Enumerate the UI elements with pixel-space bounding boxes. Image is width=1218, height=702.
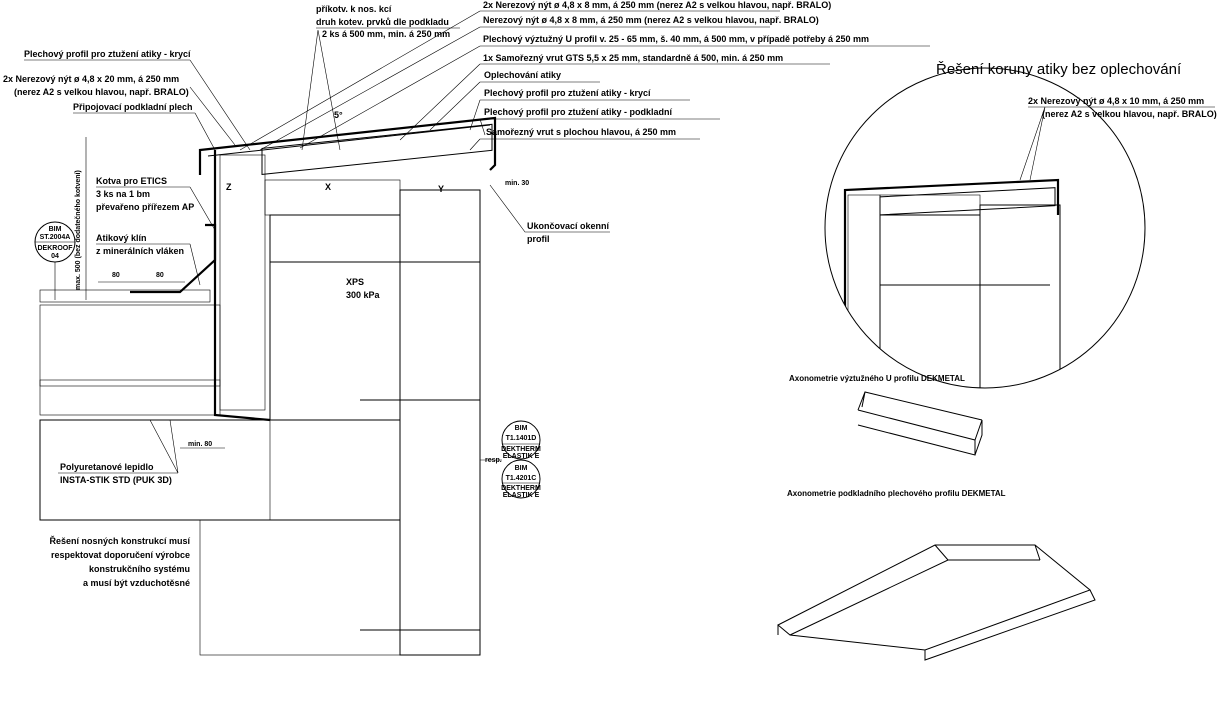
badge-text: T1.1401D — [506, 435, 537, 442]
badge-text: DEKTHERM — [501, 485, 541, 492]
label: Samořezný vrut s plochou hlavou, á 250 m… — [486, 127, 676, 137]
label: Axonometrie výztužného U profilu DEKMETA… — [789, 374, 965, 383]
label: Atikový klín — [96, 233, 147, 243]
label: Polyuretanové lepidlo — [60, 462, 154, 472]
mineral-wool-insulation — [399, 189, 481, 656]
parapet-insulation — [219, 154, 266, 411]
badge-text: T1.4201C — [506, 475, 537, 482]
badge-text: ELASTIK E — [503, 453, 540, 460]
roof-insulation — [39, 304, 221, 416]
label: 300 kPa — [346, 290, 381, 300]
leader — [1019, 106, 1215, 181]
badge-text: BIM — [49, 226, 62, 233]
label: Plechový výztužný U profil v. 25 - 65 mm… — [483, 34, 869, 44]
dimension-text: max. 500 (bez dodatečného kotvení) — [75, 170, 82, 290]
concrete-wall — [199, 519, 401, 656]
top-insulation — [264, 179, 401, 216]
mark-x: X — [325, 182, 331, 192]
note-line: Řešení nosných konstrukcí musí — [49, 535, 190, 546]
bim-badge: BIM T1.4201C DEKTHERM ELASTIK E — [480, 459, 541, 499]
label: 2x Nerezový nýt ø 4,8 x 20 mm, á 250 mm — [3, 74, 179, 84]
label: (nerez A2 s velkou hlavou, např. BRALO) — [1042, 109, 1217, 119]
label: 2x Nerezový nýt ø 4,8 x 8 mm, á 250 mm (… — [483, 0, 831, 10]
mark-z: Z — [226, 182, 232, 192]
label: Nerezový nýt ø 4,8 x 8 mm, á 250 mm (ner… — [483, 15, 819, 25]
u-profile-sketch — [857, 391, 983, 456]
leader — [189, 86, 236, 146]
mark-y: Y — [438, 184, 444, 194]
label: INSTA-STIK STD (PUK 3D) — [60, 475, 172, 485]
leader — [189, 59, 251, 151]
detail-title: Řešení koruny atiky bez oplechování — [936, 61, 1182, 78]
axonometry-base-profile: Axonometrie podkladního plechového profi… — [777, 489, 1096, 661]
badge-text: DEKROOF — [38, 245, 74, 252]
roof-membrane — [39, 289, 211, 303]
label: druh kotev. prvků dle podkladu — [316, 17, 449, 27]
coping — [198, 116, 497, 175]
label: resp. — [485, 457, 502, 464]
dimension-text: 80 — [156, 272, 164, 279]
label: Oplechování atiky — [484, 70, 561, 80]
parapet-membrane — [213, 150, 271, 422]
label: XPS — [346, 277, 364, 287]
label: Axonometrie podkladního plechového profi… — [787, 489, 1006, 498]
dimension-text: min. 30 — [505, 180, 529, 187]
label: profil — [527, 234, 550, 244]
label: převařeno přířezem AP — [96, 202, 194, 212]
leader — [189, 243, 201, 286]
badge-text: DEKTHERM — [501, 446, 541, 453]
vapour-barrier — [39, 379, 221, 387]
bim-badge: BIM ST.2004A DEKROOF 04 — [34, 221, 76, 300]
detail-circle — [824, 67, 1146, 389]
leader — [301, 29, 341, 151]
badge-text: BIM — [515, 465, 528, 472]
left-labels: Plechový profil pro ztužení atiky - kryc… — [3, 49, 251, 588]
dimension-text: min. 80 — [188, 441, 212, 448]
dimension-text: 80 — [112, 272, 120, 279]
label: Ukončovací okenní — [527, 221, 610, 231]
leader — [489, 184, 610, 233]
u-profile — [261, 123, 493, 176]
note-line: a musí být vzduchotěsné — [83, 578, 190, 588]
note-line: respektovat doporučení výrobce — [51, 550, 190, 560]
label: Kotva pro ETICS — [96, 176, 167, 186]
leader — [189, 186, 216, 231]
leader — [194, 112, 216, 151]
label: příkotv. k nos. kcí — [316, 4, 392, 14]
badge-text: ST.2004A — [40, 234, 71, 241]
coping-inner — [207, 124, 491, 157]
base-profile-sketch — [777, 544, 1096, 661]
top-labels: příkotv. k nos. kcí druh kotev. prvků dl… — [301, 4, 460, 151]
detail-view: Řešení koruny atiky bez oplechování 2x N… — [824, 61, 1217, 389]
marks: Z X Y min. 30 XPS 300 kPa Ukončovací oke… — [226, 180, 610, 464]
label: 2 ks á 500 mm, min. á 250 mm — [322, 29, 450, 39]
label: (nerez A2 s velkou hlavou, např. BRALO) — [14, 87, 189, 97]
label: 3 ks na 1 bm — [96, 189, 150, 199]
leader — [149, 419, 179, 474]
label: Připojovací podkladní plech — [73, 102, 193, 112]
right-labels: 2x Nerezový nýt ø 4,8 x 8 mm, á 250 mm (… — [239, 0, 930, 151]
label-underlines — [480, 10, 930, 140]
note-line: konstrukčního systému — [89, 564, 190, 574]
label: Plechový profil pro ztužení atiky - kryc… — [484, 88, 651, 98]
angle-mark: 5° — [334, 110, 343, 120]
main-section — [39, 116, 497, 656]
label: Plechový profil pro ztužení atiky - kryc… — [24, 49, 191, 59]
label: z minerálních vláken — [96, 246, 184, 256]
bim-badge: BIM T1.1401D DEKTHERM ELASTIK E — [501, 420, 541, 460]
axonometry-u-profile: Axonometrie výztužného U profilu DEKMETA… — [789, 374, 983, 456]
label: Plechový profil pro ztužení atiky - podk… — [484, 107, 673, 117]
leaders — [239, 10, 486, 151]
badge-text: ELASTIK E — [503, 492, 540, 499]
label: 2x Nerezový nýt ø 4,8 x 10 mm, á 250 mm — [1028, 96, 1204, 106]
masonry-parapet — [269, 214, 401, 421]
badge-text: 04 — [51, 253, 59, 260]
badge-text: BIM — [515, 425, 528, 432]
label: 1x Samořezný vrut GTS 5,5 x 25 mm, stand… — [483, 53, 783, 63]
